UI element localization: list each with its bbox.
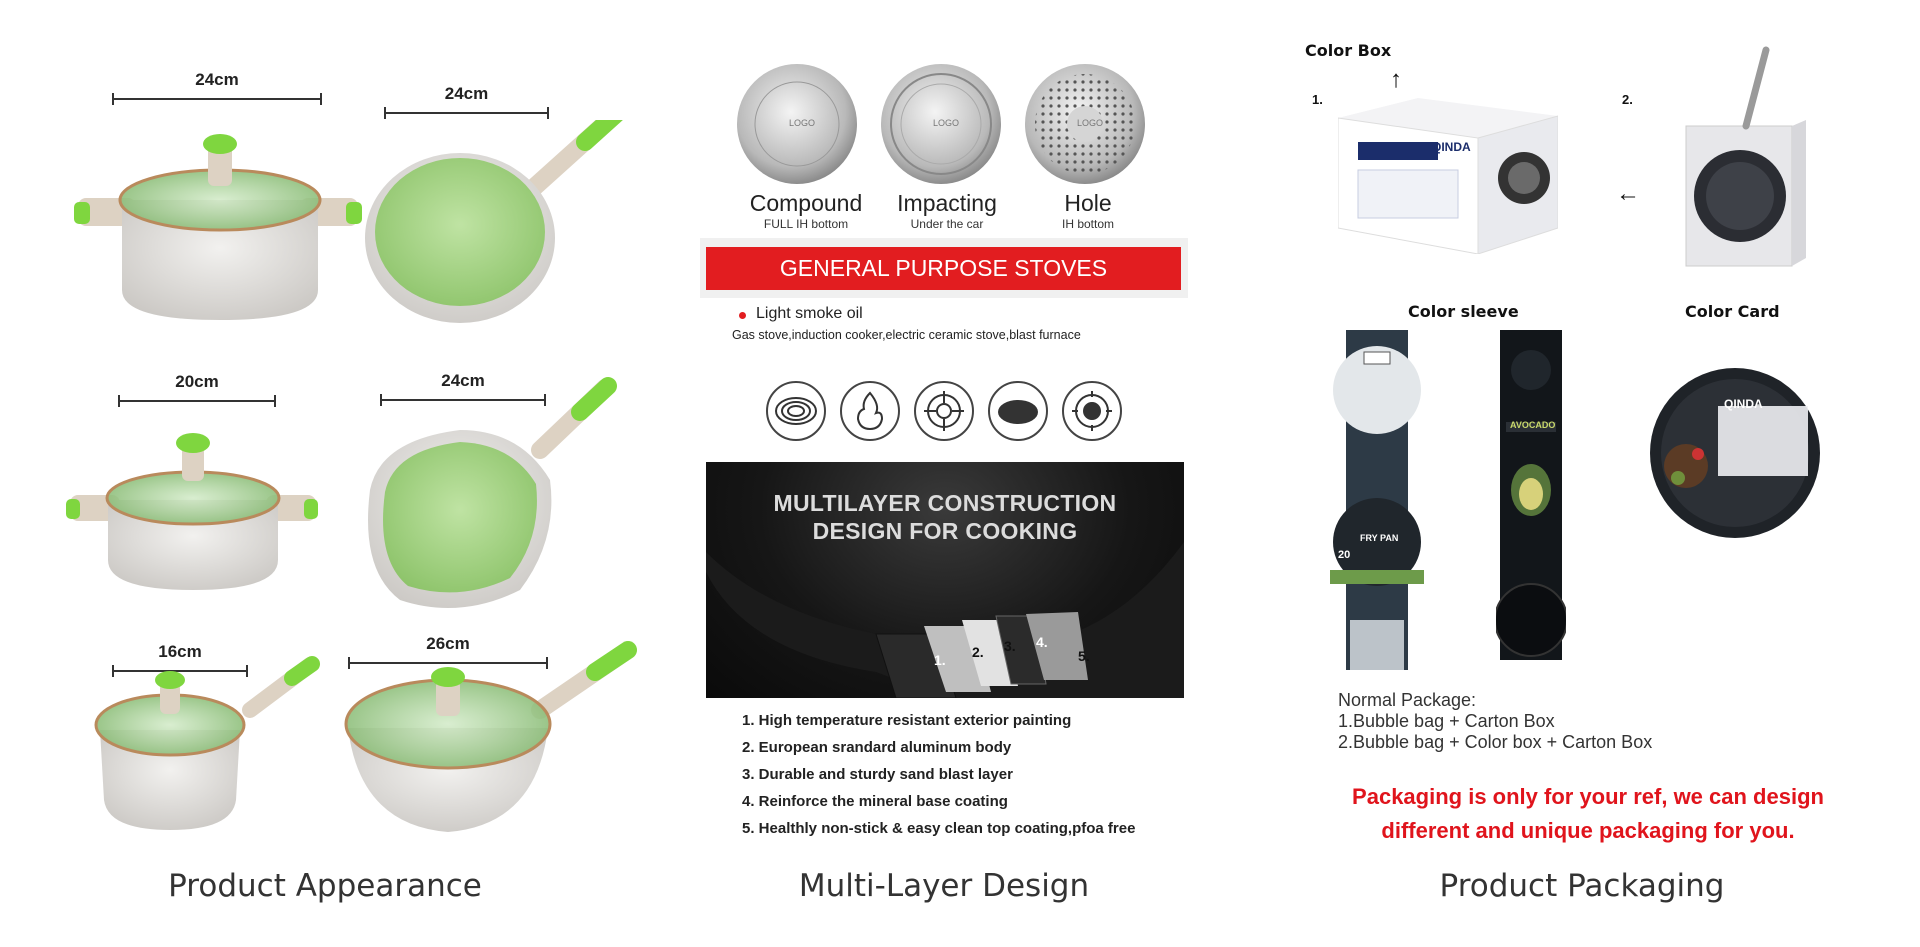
packaging-note: Packaging is only for your ref, we can d… [1338,780,1838,848]
feature-list: 1. High temperature resistant exterior p… [742,712,1135,847]
arrow-left-icon: ← [1616,180,1640,207]
pan-box-image [1685,46,1806,267]
bottom-sub: IH bottom [1061,217,1115,231]
multilayer-construction-panel: MULTILAYER CONSTRUCTION DESIGN FOR COOKI… [706,462,1184,698]
bottom-sub: Under the car [910,217,984,231]
panel-title-line1: MULTILAYER CONSTRUCTION [773,490,1117,516]
packaging-note-line: Packaging is only for your ref, we can d… [1352,784,1824,809]
dimension-label: 26cm [426,634,470,653]
heading-color-card: Color Card [1685,302,1780,321]
color-sleeve-image [1496,330,1566,660]
stock-pot-24cm [74,134,362,320]
impacting-bottom-disc [881,64,1001,184]
general-purpose-banner: GENERAL PURPOSE STOVES [706,247,1181,290]
dimension-line: 20cm [118,372,276,407]
bottom-name: Compound [749,190,863,216]
normal-package-option: 1.Bubble bag + Carton Box [1338,711,1555,731]
fry-pan-24cm [365,120,623,323]
bottom-type-compound: Compound FULL IH bottom [750,190,863,231]
layer-label: 2. [972,644,984,660]
dimension-line: 26cm [348,634,548,669]
feature-item: 3. Durable and sturdy sand blast layer [742,766,1013,783]
disc-logo: LOGO [1077,118,1104,128]
bottom-type-impacting: Impacting Under the car [897,190,997,231]
layer-label: 5. [1078,648,1090,664]
disc-logo: LOGO [933,118,960,128]
package-number-2: 2. [1622,92,1633,107]
dimension-label: 24cm [195,70,239,89]
sleeve-fry-pan-label: FRY PAN [1360,533,1399,543]
section-caption-packaging: Product Packaging [1439,868,1725,904]
dimension-line: 24cm [380,371,546,406]
dimension-label: 24cm [444,84,489,103]
heading-color-box: Color Box [1305,41,1392,60]
dimension-line: 16cm [112,642,248,677]
wok-26cm [344,641,637,832]
color-box-image [1338,98,1558,254]
casserole-20cm [66,433,318,590]
panel-title-line2: DESIGN FOR COOKING [812,518,1078,544]
layer-label: 1. [934,652,946,668]
brand-logo: QINDA [1432,140,1471,154]
package-number-1: 1. [1312,92,1323,107]
pan-bottom-discs [737,64,1145,184]
color-sleeve-image [1330,330,1424,670]
feature-item: 2. European srandard aluminum body [742,739,1012,756]
normal-package-title: Normal Package: [1338,690,1477,710]
bullet-text: Light smoke oil [756,305,863,322]
normal-package-info: Normal Package: 1.Bubble bag + Carton Bo… [1338,690,1652,753]
feature-item: 4. Reinforce the mineral base coating [742,793,1008,810]
color-card-image [1650,368,1820,538]
layer-label: 4. [1036,634,1048,650]
packaging-note-line: different and unique packaging for you. [1381,818,1795,843]
heading-color-sleeve: Color sleeve [1408,302,1519,321]
stove-types-text: Gas stove,induction cooker,electric cera… [732,328,1081,342]
sleeve-avocado-label: AVOCADO [1510,420,1556,430]
flame-icon [840,381,900,441]
ceramic-plate-icon [988,381,1048,441]
induction-coil-icon [766,381,826,441]
blast-furnace-icon [1062,381,1122,441]
arrow-up-icon: ↑ [1390,66,1402,93]
dimension-line: 24cm [112,70,322,105]
bottom-name: Hole [1064,190,1112,216]
layer-label: 3. [1004,638,1016,654]
sleeve-size-badge: 20 [1338,549,1351,561]
cookware-illustrations [66,120,637,832]
section-caption-multilayer: Multi-Layer Design [798,868,1090,904]
dimension-label: 20cm [175,372,219,391]
gas-burner-icon [914,381,974,441]
bottom-sub: FULL IH bottom [763,217,849,231]
disc-logo: LOGO [789,118,816,128]
feature-item: 1. High temperature resistant exterior p… [742,712,1072,729]
dimension-label: 24cm [441,371,485,390]
dimension-line: 24cm [384,84,549,119]
card-brand-logo: QINDA [1724,397,1763,411]
bottom-name: Impacting [897,190,997,216]
square-grill-pan-24cm [368,377,617,608]
bullet-icon [739,312,746,319]
normal-package-option: 2.Bubble bag + Color box + Carton Box [1338,732,1653,752]
sauce-pan-16cm [94,656,320,830]
section-caption-appearance: Product Appearance [168,868,482,904]
dimension-label: 16cm [158,642,202,661]
layer-cross-section [706,542,1184,698]
bottom-type-hole: Hole IH bottom [1062,190,1114,231]
layer-stack [875,612,1088,698]
feature-item: 5. Healthly non-stick & easy clean top c… [742,820,1136,837]
